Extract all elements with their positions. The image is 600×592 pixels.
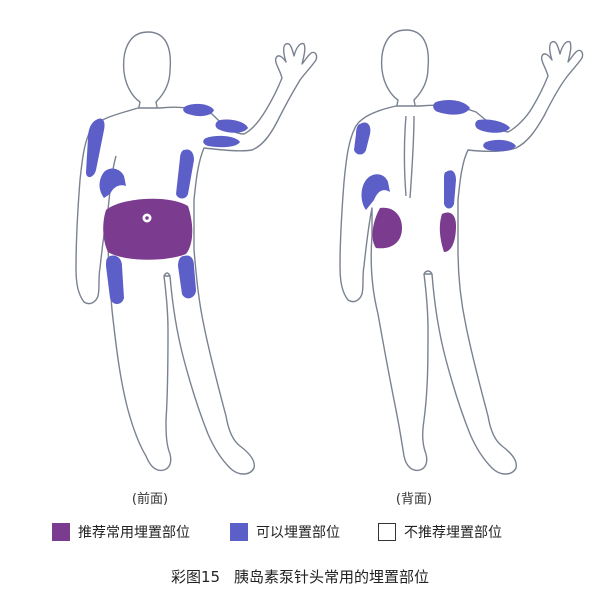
front-regions bbox=[86, 103, 248, 304]
body-diagram bbox=[75, 29, 584, 475]
spine-line-right bbox=[409, 115, 415, 199]
possible-swatch bbox=[230, 523, 248, 541]
back-right-forearm-region bbox=[361, 174, 390, 210]
front-body bbox=[75, 31, 318, 475]
back-left-shoulder-region-2 bbox=[475, 119, 510, 133]
front-view-label: (前面) bbox=[131, 492, 169, 507]
legend-label-not-recommended: 不推荐埋置部位 bbox=[404, 525, 502, 541]
front-left-flank-region bbox=[176, 149, 194, 199]
back-right-upper-arm-region bbox=[354, 122, 371, 155]
back-left-buttock-recommended-region bbox=[439, 212, 456, 252]
front-right-upper-arm-region bbox=[86, 118, 105, 178]
back-regions bbox=[354, 100, 516, 252]
front-left-shoulder-region-1 bbox=[183, 103, 214, 117]
spine-line-left bbox=[403, 115, 407, 197]
front-right-thigh-region bbox=[106, 255, 124, 304]
back-head bbox=[380, 29, 430, 111]
front-head bbox=[122, 31, 172, 113]
navel-dot bbox=[145, 216, 149, 220]
back-leg-split bbox=[423, 270, 433, 275]
figure-number: 彩图15 bbox=[170, 568, 221, 586]
figure-title: 胰岛素泵针头常用的埋置部位 bbox=[234, 568, 430, 586]
legend-label-possible: 可以埋置部位 bbox=[256, 525, 340, 541]
back-body bbox=[339, 29, 584, 475]
figure-caption: 彩图15 胰岛素泵针头常用的埋置部位 bbox=[0, 566, 600, 587]
front-left-thigh-region bbox=[178, 255, 196, 299]
back-left-flank-region bbox=[444, 170, 456, 209]
front-right-forearm-region bbox=[99, 168, 126, 198]
not-recommended-swatch bbox=[378, 523, 396, 541]
front-left-shoulder-region-3 bbox=[203, 135, 240, 148]
back-left-shoulder-region-3 bbox=[483, 139, 516, 152]
legend-item-not-recommended: 不推荐埋置部位 bbox=[378, 520, 502, 544]
legend-item-possible: 可以埋置部位 bbox=[230, 520, 340, 544]
recommended-swatch bbox=[52, 523, 70, 541]
back-view-label: (背面) bbox=[395, 492, 433, 507]
legend-item-recommended: 推荐常用埋置部位 bbox=[52, 520, 190, 544]
back-left-shoulder-region-1 bbox=[433, 100, 470, 115]
front-leg-split bbox=[163, 272, 171, 277]
front-left-shoulder-region-2 bbox=[215, 119, 248, 133]
legend-label-recommended: 推荐常用埋置部位 bbox=[78, 525, 190, 541]
front-abdomen-recommended-region bbox=[103, 198, 193, 260]
legend: 推荐常用埋置部位 可以埋置部位 不推荐埋置部位 bbox=[52, 520, 572, 544]
back-body-outline bbox=[339, 40, 584, 475]
back-right-buttock-recommended-region bbox=[372, 207, 402, 249]
